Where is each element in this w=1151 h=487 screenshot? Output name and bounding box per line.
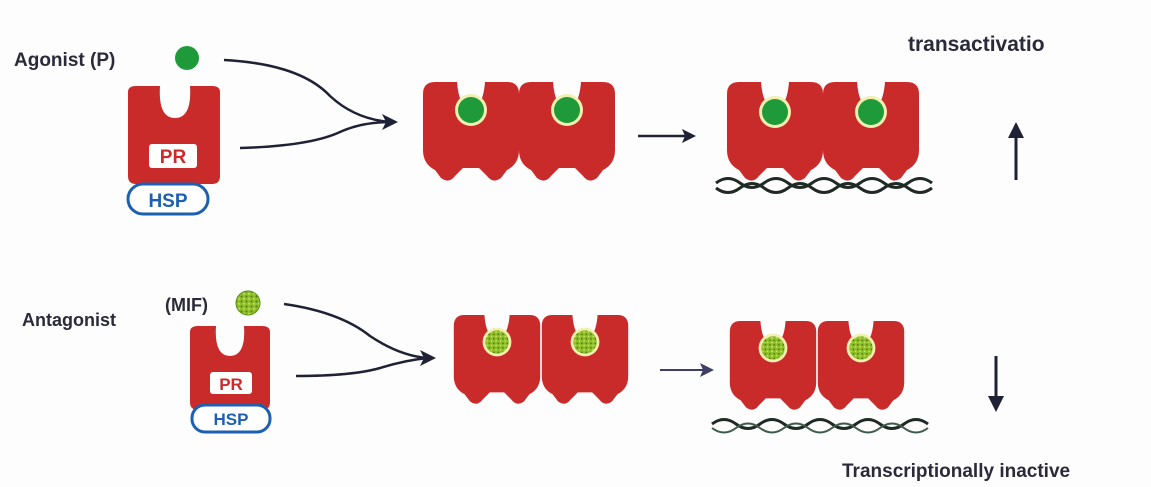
receptor-binding-curve — [296, 358, 428, 376]
agonist-ligand-icon — [762, 99, 788, 125]
receptor-binding-curve — [240, 122, 392, 148]
agonist-ligand-icon — [858, 99, 884, 125]
mif-label: (MIF) — [165, 295, 208, 315]
antagonist-ligand-icon — [236, 291, 260, 315]
agonist-unbound-receptor: PR HSP — [128, 86, 220, 214]
antagonist-bound-dimer — [454, 315, 628, 404]
antagonist-dna-bound-dimer — [712, 321, 928, 433]
ligand-binding-curve — [284, 304, 428, 358]
pr-label: PR — [160, 147, 187, 168]
transactivation-label: transactivatio — [908, 33, 1045, 56]
agonist-label: Agonist (P) — [14, 50, 115, 71]
pr-receptor-shape — [128, 86, 220, 184]
antagonist-row: Antagonist (MIF) PR HSP — [22, 291, 1070, 482]
hsp-label: HSP — [148, 191, 187, 212]
antagonist-ligand-icon — [485, 330, 508, 353]
pr-label: PR — [219, 375, 243, 394]
agonist-dna-bound-dimer — [716, 82, 932, 193]
agonist-ligand-icon — [175, 46, 199, 70]
antagonist-ligand-icon — [573, 330, 596, 353]
transcriptionally-inactive-label: Transcriptionally inactive — [842, 461, 1070, 482]
agonist-ligand-icon — [458, 97, 484, 123]
agonist-ligand-icon — [554, 97, 580, 123]
antagonist-ligand-icon — [849, 336, 872, 359]
antagonist-unbound-receptor: PR HSP — [190, 326, 270, 432]
downregulation-arrow-icon — [988, 356, 1004, 412]
ligand-binding-curve — [224, 60, 392, 122]
agonist-bound-dimer — [423, 82, 615, 181]
pr-receptor-shape — [190, 326, 270, 410]
dna-strand — [712, 420, 928, 433]
agonist-row: Agonist (P) PR HSP — [14, 33, 1045, 214]
dna-strand — [716, 179, 932, 193]
hsp-label: HSP — [214, 410, 249, 429]
upregulation-arrow-icon — [1008, 122, 1024, 180]
antagonist-label: Antagonist — [22, 310, 116, 330]
antagonist-ligand-icon — [761, 336, 784, 359]
